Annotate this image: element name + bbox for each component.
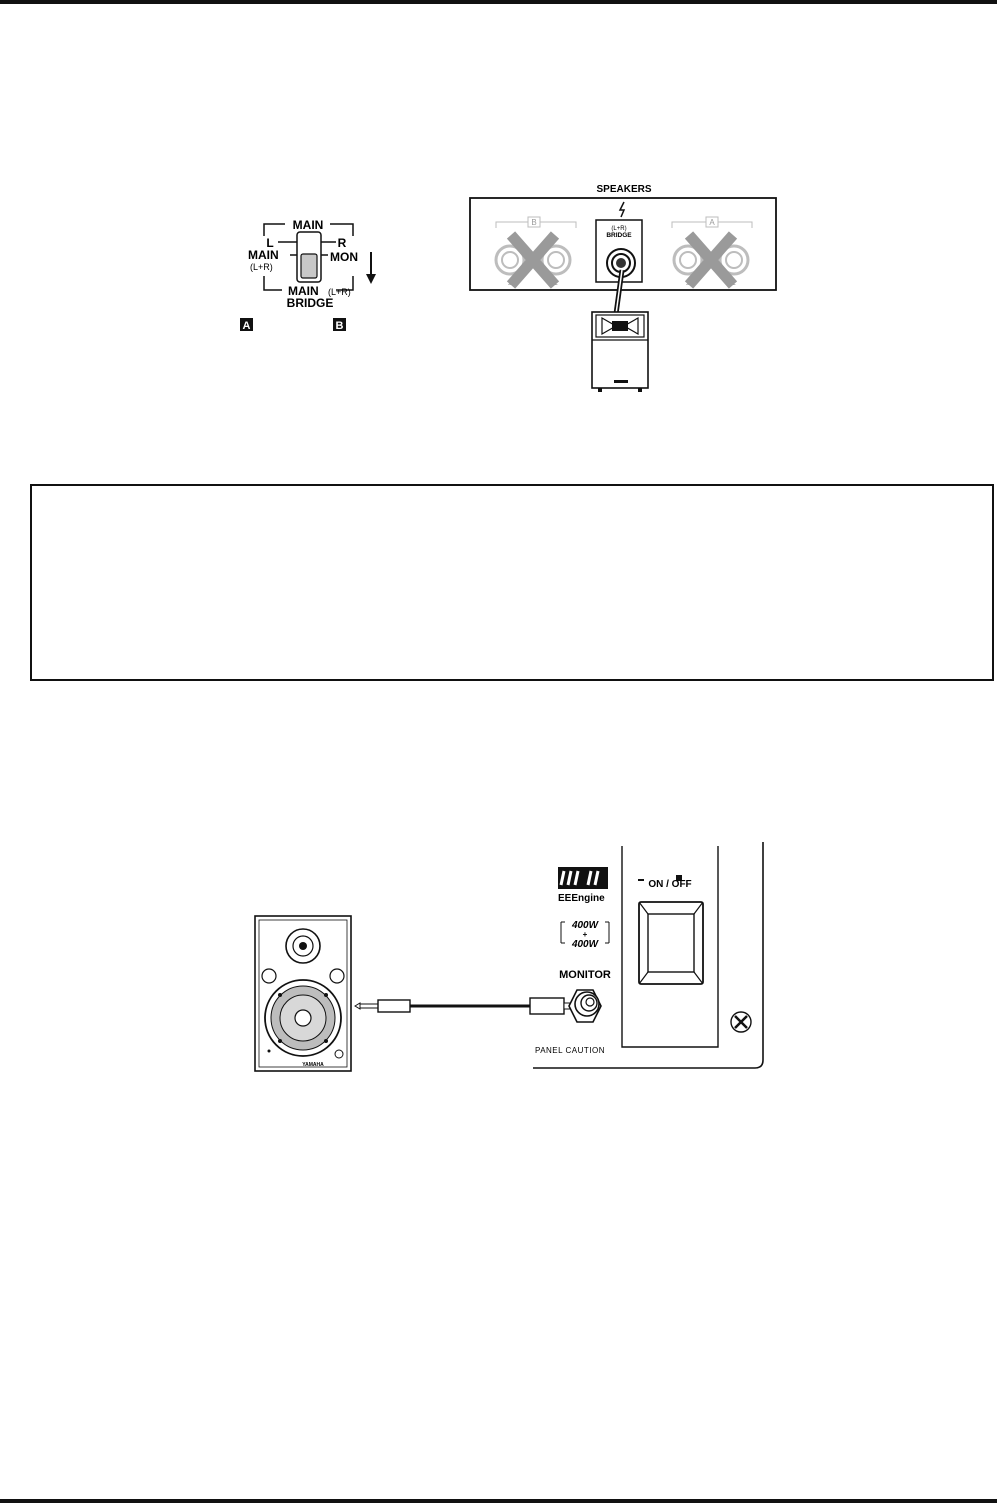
selector-main-top-label: MAIN — [293, 218, 324, 232]
speaker-output-a: A 2 1 — [671, 216, 753, 289]
speaker-output-b: B 2 1 — [494, 216, 577, 289]
monitor-connection-diagram: YAMAHA EEEngine 400W + 400W MONITOR P — [254, 842, 764, 1072]
selector-r-label: R — [338, 236, 347, 250]
wattage-plus: + — [583, 930, 588, 939]
selector-main-bottom-label: MAIN — [288, 284, 319, 298]
lightning-icon — [618, 201, 626, 218]
selector-main-bottom-sub: (L+R) — [328, 287, 351, 297]
selector-mon-label: MON — [330, 250, 358, 264]
wattage-top: 400W — [571, 920, 600, 931]
monitor-speaker: YAMAHA — [254, 915, 352, 1072]
bridge-label: BRIDGE — [606, 232, 632, 239]
speakers-panel-diagram: SPEAKERS B 2 1 (L+R) BRIDGE A 2 1 — [469, 184, 777, 392]
bridge-label-top: (L+R) — [611, 226, 626, 232]
pa-speaker-cabinet — [591, 311, 649, 392]
monitor-cable — [354, 997, 575, 1015]
amp-front-panel — [533, 842, 764, 1069]
selector-bridge-label: BRIDGE — [287, 296, 334, 310]
selector-main-mid-sub: (L+R) — [250, 262, 273, 272]
badge-a-letter: A — [243, 320, 251, 332]
selector-main-mid-label: MAIN — [248, 248, 279, 262]
wattage-badge: 400W + 400W — [560, 920, 610, 950]
mode-selector-diagram: MAIN L R MAIN (L+R) MON MAIN (L+R) BRIDG… — [240, 218, 376, 332]
bottom-rule — [0, 1499, 997, 1503]
top-rule — [0, 0, 997, 4]
group-b-badge: B — [531, 218, 536, 227]
note-box — [30, 484, 994, 681]
eeengine-logo: EEEngine — [558, 867, 608, 904]
badge-b-letter: B — [336, 320, 344, 332]
speakers-title: SPEAKERS — [596, 184, 651, 195]
eeengine-logo-text: EEEngine — [558, 893, 605, 904]
cross-icon — [506, 231, 560, 289]
speaker-brand-logo: YAMAHA — [302, 1062, 324, 1068]
panel-caution-label: PANEL CAUTION — [535, 1046, 605, 1055]
cross-icon — [684, 231, 738, 289]
monitor-label: MONITOR — [559, 969, 611, 981]
badge-b — [333, 318, 346, 331]
badge-a — [240, 318, 253, 331]
group-a-badge: A — [709, 218, 715, 227]
monitor-jack[interactable] — [568, 989, 602, 1023]
selector-l-label: L — [266, 236, 273, 250]
wattage-bottom: 400W — [571, 939, 600, 950]
power-switch[interactable] — [638, 901, 704, 985]
power-switch-label: ON / OFF — [648, 879, 691, 890]
